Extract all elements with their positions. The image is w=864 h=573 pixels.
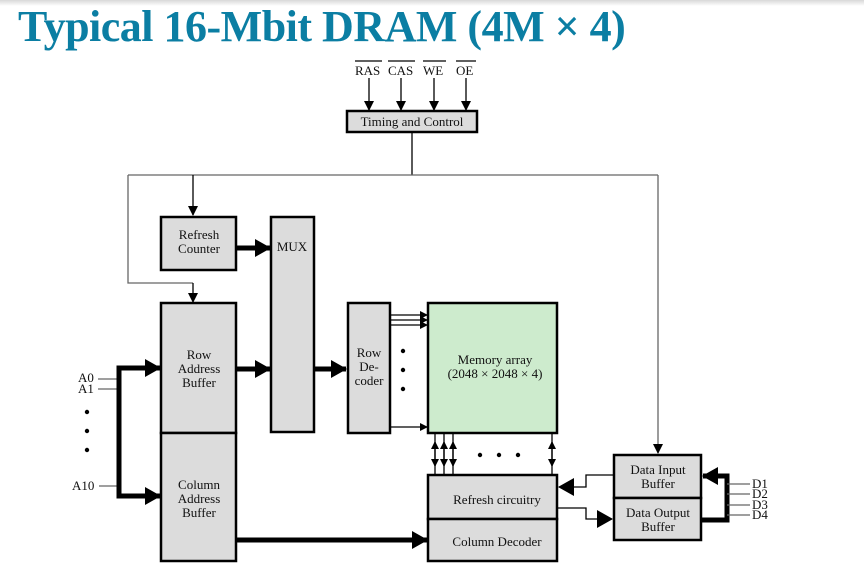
arrow-refresh-to-output-buffer (558, 507, 613, 528)
refresh-circuitry-block: Refresh circuitry (426, 473, 559, 521)
data-pins: D1 D2 D3 D4 (702, 467, 768, 523)
pin-ellipsis-dot (84, 409, 90, 415)
timing-and-control-block: Timing and Control (345, 109, 479, 134)
pin-d2-label: D2 (752, 486, 768, 501)
row-ellipsis-dot (400, 367, 406, 373)
row-decoder-outputs (391, 311, 428, 431)
column-lines (431, 434, 556, 474)
top-shade (0, 0, 864, 6)
data-input-buffer-line2: Buffer (641, 476, 675, 491)
refresh-counter-line2: Counter (178, 241, 221, 256)
data-output-buffer-line1: Data Output (626, 505, 690, 520)
pin-a10-label: A10 (72, 478, 94, 493)
data-input-buffer-line1: Data Input (630, 462, 686, 477)
slide-title: Typical 16-Mbit DRAM (4M × 4) (18, 2, 626, 51)
column-address-buffer-line1: Column (178, 477, 220, 492)
refresh-counter-block: Refresh Counter (159, 215, 238, 272)
column-ellipsis-dot (515, 452, 521, 458)
pin-ellipsis-dot (84, 447, 90, 453)
row-decoder-block: Row De- coder (346, 301, 392, 435)
control-lines (127, 133, 663, 454)
row-address-buffer-line2: Address (178, 361, 221, 376)
column-ellipsis-dot (477, 452, 483, 458)
column-decoder-label: Column Decoder (452, 534, 542, 549)
row-decoder-line3: coder (355, 373, 385, 388)
data-bus (702, 473, 730, 523)
row-address-buffer-block: Row Address Buffer (159, 301, 238, 435)
row-decoder-line2: De- (359, 359, 379, 374)
column-ellipsis-dot (496, 452, 502, 458)
row-decoder-line1: Row (357, 345, 382, 360)
data-output-buffer-block: Data Output Buffer (612, 496, 703, 542)
control-left-loop (127, 175, 193, 284)
signal-ras-label: RAS (355, 63, 380, 78)
pin-ellipsis-dot (84, 428, 90, 434)
column-decoder-block: Column Decoder (426, 517, 559, 563)
pin-d4-label: D4 (752, 507, 768, 522)
data-output-buffer-line2: Buffer (641, 519, 675, 534)
signal-cas: CAS (388, 60, 415, 78)
signal-ras: RAS (355, 60, 382, 78)
pin-d1-label: D1 (752, 476, 768, 491)
signal-we: WE (423, 60, 446, 78)
mux-label: MUX (277, 239, 308, 254)
row-ellipsis-dot (400, 386, 406, 392)
signal-cas-label: CAS (388, 63, 413, 78)
signal-oe: OE (456, 60, 476, 78)
refresh-circuitry-label: Refresh circuitry (453, 492, 541, 507)
mux-block: MUX (269, 215, 316, 434)
refresh-counter-line1: Refresh (179, 227, 220, 242)
signal-oe-label: OE (456, 63, 473, 78)
memory-array-block: Memory array (2048 × 2048 × 4) (426, 301, 559, 435)
control-signals: RAS CAS WE OE (355, 60, 476, 111)
memory-array-line1: Memory array (458, 352, 533, 367)
row-address-buffer-line1: Row (187, 347, 212, 362)
row-ellipsis-dot (400, 348, 406, 354)
row-address-buffer-line3: Buffer (182, 375, 216, 390)
pin-a0-label: A0 (78, 370, 94, 385)
column-address-buffer-block: Column Address Buffer (159, 431, 238, 563)
address-pins: A0 A1 A10 (72, 359, 161, 505)
pin-d3-label: D3 (752, 497, 768, 512)
memory-array-line2: (2048 × 2048 × 4) (448, 366, 543, 381)
column-address-buffer-line2: Address (178, 491, 221, 506)
timing-and-control-label: Timing and Control (361, 114, 464, 129)
signal-we-label: WE (423, 63, 443, 78)
column-address-buffer-line3: Buffer (182, 505, 216, 520)
address-bus (116, 365, 145, 499)
pin-a1-label: A1 (78, 381, 94, 396)
data-input-buffer-block: Data Input Buffer (612, 453, 703, 500)
arrow-input-buffer-to-refresh (558, 474, 613, 496)
